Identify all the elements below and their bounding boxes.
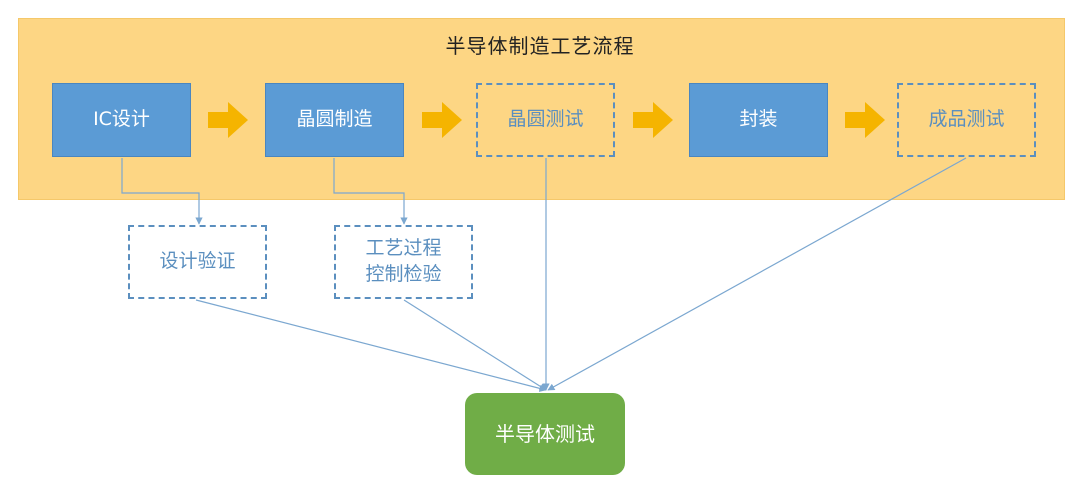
check-design-verification: 设计验证: [128, 225, 267, 299]
connector-design-verify-to-result: [195, 299, 547, 392]
diagram-title: 半导体制造工艺流程: [445, 34, 635, 58]
connector-process-control-to-result: [403, 299, 547, 391]
process-step-packaging: 封装: [689, 83, 828, 157]
check-process-control-inspection: 工艺过程 控制检验: [334, 225, 473, 299]
process-step-final-test: 成品测试: [897, 83, 1036, 157]
process-step-wafer-fab: 晶圆制造: [265, 83, 404, 157]
result-semiconductor-test: 半导体测试: [465, 393, 625, 475]
process-step-wafer-test: 晶圆测试: [476, 83, 615, 157]
process-step-ic-design: IC设计: [52, 83, 191, 157]
